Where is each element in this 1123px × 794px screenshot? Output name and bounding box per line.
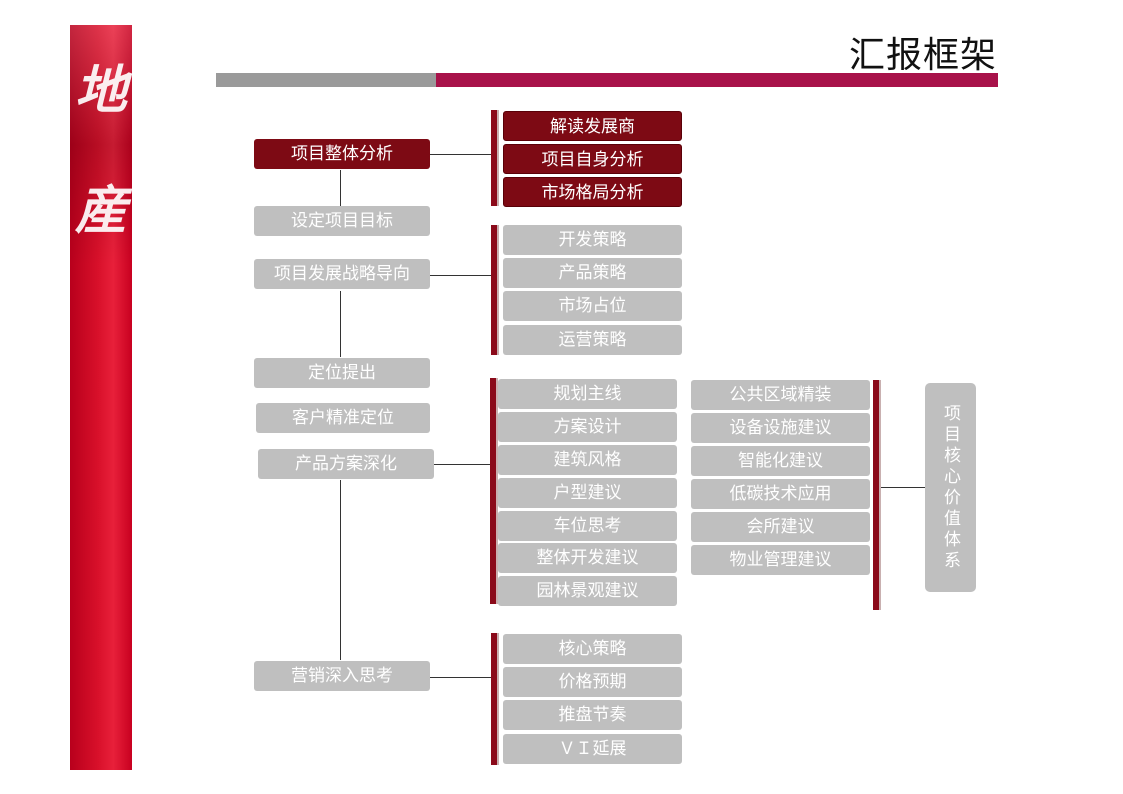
bracket-analysis — [491, 110, 499, 206]
bracket-core-value — [873, 380, 881, 610]
item-clubhouse-advice: 会所建议 — [691, 512, 870, 542]
step-overall-analysis: 项目整体分析 — [254, 139, 430, 169]
step-positioning: 定位提出 — [254, 358, 430, 388]
connector-product — [434, 464, 491, 465]
brand-char-2: 産 — [74, 180, 127, 241]
item-operation-strategy: 运营策略 — [503, 325, 682, 355]
side-brand-band: 地 産 — [70, 25, 132, 770]
item-public-area-decoration: 公共区域精装 — [691, 380, 870, 410]
item-scheme-design: 方案设计 — [498, 412, 677, 442]
step-product-deepening: 产品方案深化 — [258, 449, 434, 479]
item-price-expectation: 价格预期 — [503, 667, 682, 697]
item-low-carbon-tech: 低碳技术应用 — [691, 479, 870, 509]
item-market-pattern-analysis: 市场格局分析 — [503, 177, 682, 207]
core-value-system-label: 项目核心价值体系 — [940, 403, 960, 572]
step-strategy-direction: 项目发展战略导向 — [254, 259, 430, 289]
bracket-product — [490, 378, 498, 604]
title-underline-crimson — [436, 73, 998, 87]
item-development-strategy: 开发策略 — [503, 225, 682, 255]
bracket-marketing — [491, 633, 499, 765]
item-planning-mainline: 规划主线 — [498, 379, 677, 409]
item-architecture-style: 建筑风格 — [498, 445, 677, 475]
title-underline — [216, 73, 998, 87]
item-project-self-analysis: 项目自身分析 — [503, 144, 682, 174]
item-landscape-advice: 园林景观建议 — [498, 576, 677, 606]
step-set-goals: 设定项目目标 — [254, 206, 430, 236]
item-smart-advice: 智能化建议 — [691, 446, 870, 476]
step-marketing-thinking: 营销深入思考 — [254, 661, 430, 691]
main-connector-2 — [340, 291, 341, 357]
item-market-position: 市场占位 — [503, 291, 682, 321]
step-customer-targeting: 客户精准定位 — [256, 403, 430, 433]
item-core-strategy: 核心策略 — [503, 634, 682, 664]
connector-core-value — [880, 487, 925, 488]
item-parking-thinking: 车位思考 — [498, 511, 677, 541]
item-equipment-advice: 设备设施建议 — [691, 413, 870, 443]
main-connector-3 — [340, 480, 341, 660]
item-unit-type-advice: 户型建议 — [498, 478, 677, 508]
item-interpret-developer: 解读发展商 — [503, 111, 682, 141]
item-product-strategy: 产品策略 — [503, 258, 682, 288]
brand-char-1: 地 — [74, 60, 127, 121]
band-texture — [70, 25, 132, 325]
core-value-system-box: 项目核心价值体系 — [925, 383, 976, 592]
item-vi-extension: ＶＩ延展 — [503, 734, 682, 764]
connector-marketing — [430, 677, 491, 678]
item-sales-rhythm: 推盘节奏 — [503, 700, 682, 730]
title-underline-gray — [216, 73, 436, 87]
connector-analysis — [430, 154, 491, 155]
slide-title: 汇报框架 — [848, 35, 997, 76]
connector-strategy — [430, 275, 491, 276]
item-overall-development-advice: 整体开发建议 — [498, 543, 677, 573]
main-connector-1 — [340, 170, 341, 206]
bracket-strategy — [491, 225, 499, 355]
item-property-management-advice: 物业管理建议 — [691, 545, 870, 575]
